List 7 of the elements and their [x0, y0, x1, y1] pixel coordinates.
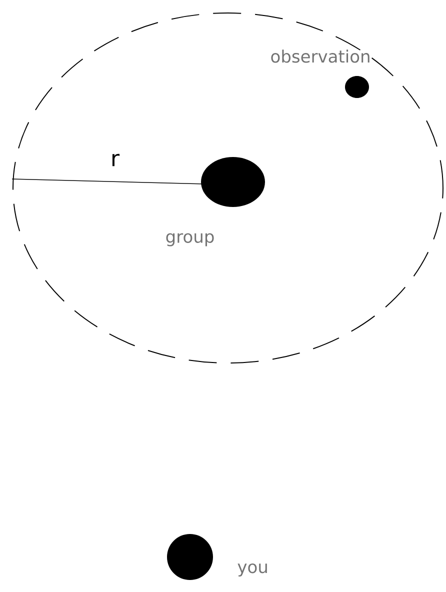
dot-label: group [166, 233, 214, 246]
dot-label: observation [271, 50, 370, 63]
dot [345, 76, 369, 98]
dot [201, 157, 265, 207]
radius-label: r [112, 154, 120, 166]
dot [167, 534, 213, 580]
dot-label: you [238, 563, 267, 577]
